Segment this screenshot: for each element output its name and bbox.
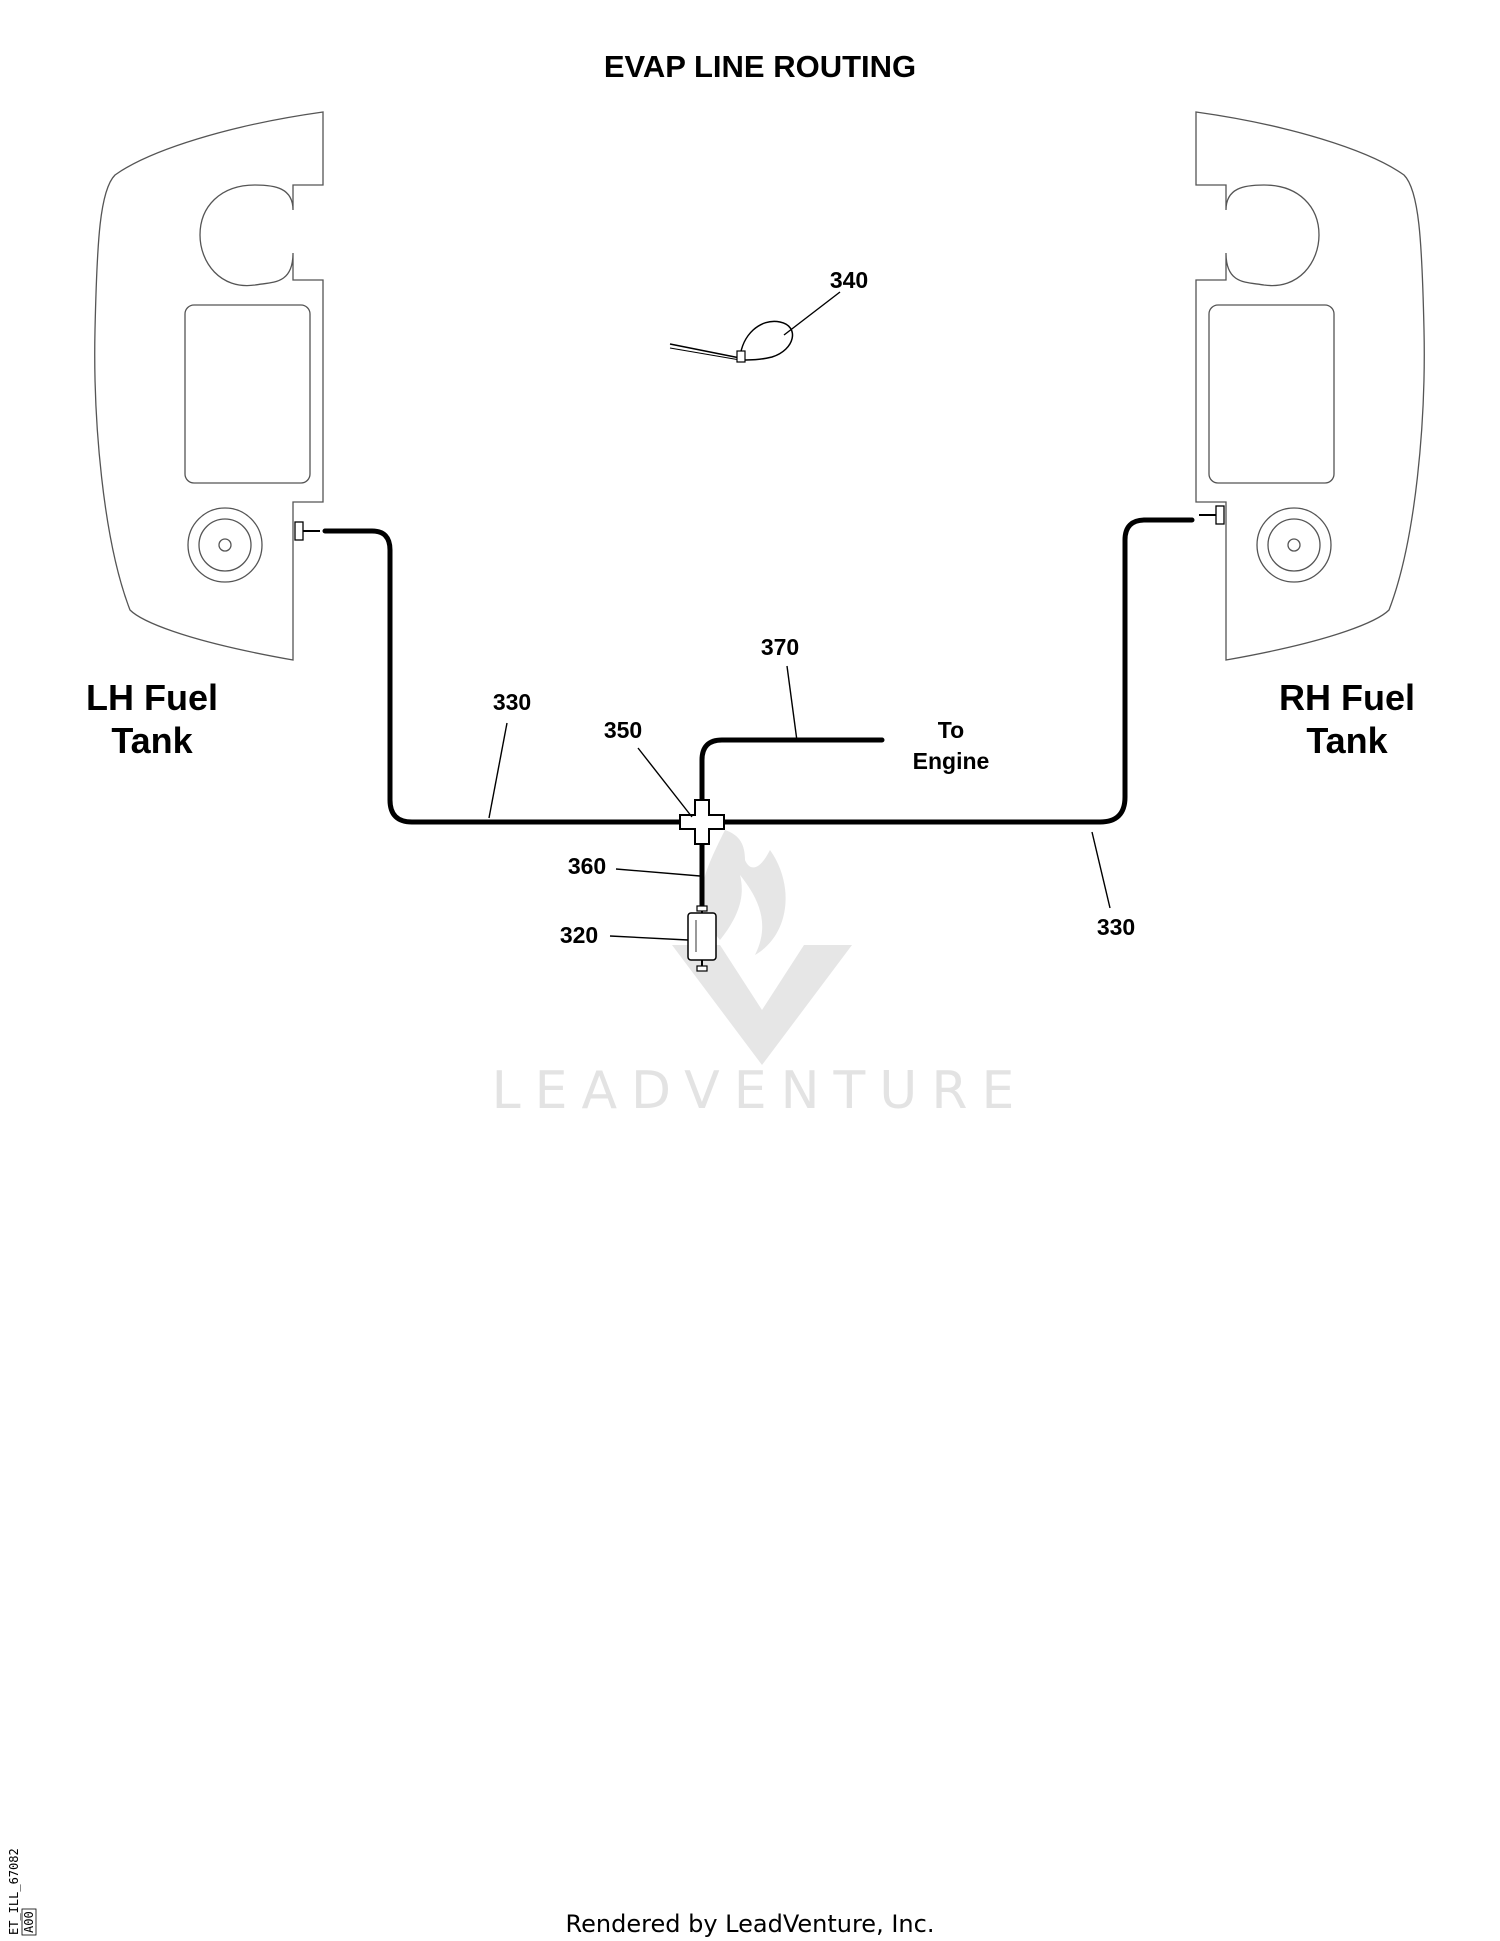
rh-tank-vent-fitting xyxy=(1199,505,1225,525)
hose-330-left-leader xyxy=(488,722,508,819)
callout-330-left: 330 xyxy=(493,689,531,715)
hose-330-left xyxy=(322,528,683,825)
callout-330-right: 330 xyxy=(1097,914,1135,940)
hose-370-leader xyxy=(786,665,798,742)
canister-leader xyxy=(609,935,689,941)
leadventure-watermark: LEADVENTURE xyxy=(492,830,1029,1121)
vapor-canister-icon xyxy=(687,905,717,972)
rh-fuel-tank xyxy=(1195,111,1425,661)
cross-fitting-icon xyxy=(679,799,725,845)
rh-tank-label-line2: Tank xyxy=(1306,720,1388,761)
illustration-code: ET_ILL_67082 A00 xyxy=(7,1848,37,1936)
illustration-code-line1: ET_ILL_67082 xyxy=(7,1848,21,1935)
to-engine-line2: Engine xyxy=(913,748,990,774)
lh-tank-label-line1: LH Fuel xyxy=(86,677,218,718)
lh-tank-label-line2: Tank xyxy=(111,720,193,761)
watermark-text: LEADVENTURE xyxy=(492,1061,1029,1121)
callout-370: 370 xyxy=(761,634,799,660)
tee-leader xyxy=(637,747,693,818)
illustration-code-line2: A00 xyxy=(22,1911,36,1933)
flame-logo-icon xyxy=(672,830,852,1065)
footer-text: Rendered by LeadVenture, Inc. xyxy=(566,1910,935,1938)
hose-330-right xyxy=(721,517,1195,825)
hose-360-leader xyxy=(615,868,701,877)
callout-360: 360 xyxy=(568,853,606,879)
to-engine-line1: To xyxy=(938,717,964,743)
hose-370-to-engine xyxy=(699,737,885,803)
diagram-title: EVAP LINE ROUTING xyxy=(604,49,916,84)
hose-330-right-leader xyxy=(1091,831,1111,909)
lh-tank-vent-fitting xyxy=(294,521,320,541)
callout-340: 340 xyxy=(830,267,868,293)
lh-fuel-tank xyxy=(94,111,324,661)
callout-350: 350 xyxy=(604,717,642,743)
rh-tank-label-line1: RH Fuel xyxy=(1279,677,1415,718)
cable-tie-clamp-icon xyxy=(669,320,794,363)
callout-320: 320 xyxy=(560,922,598,948)
clamp-leader xyxy=(783,291,841,336)
